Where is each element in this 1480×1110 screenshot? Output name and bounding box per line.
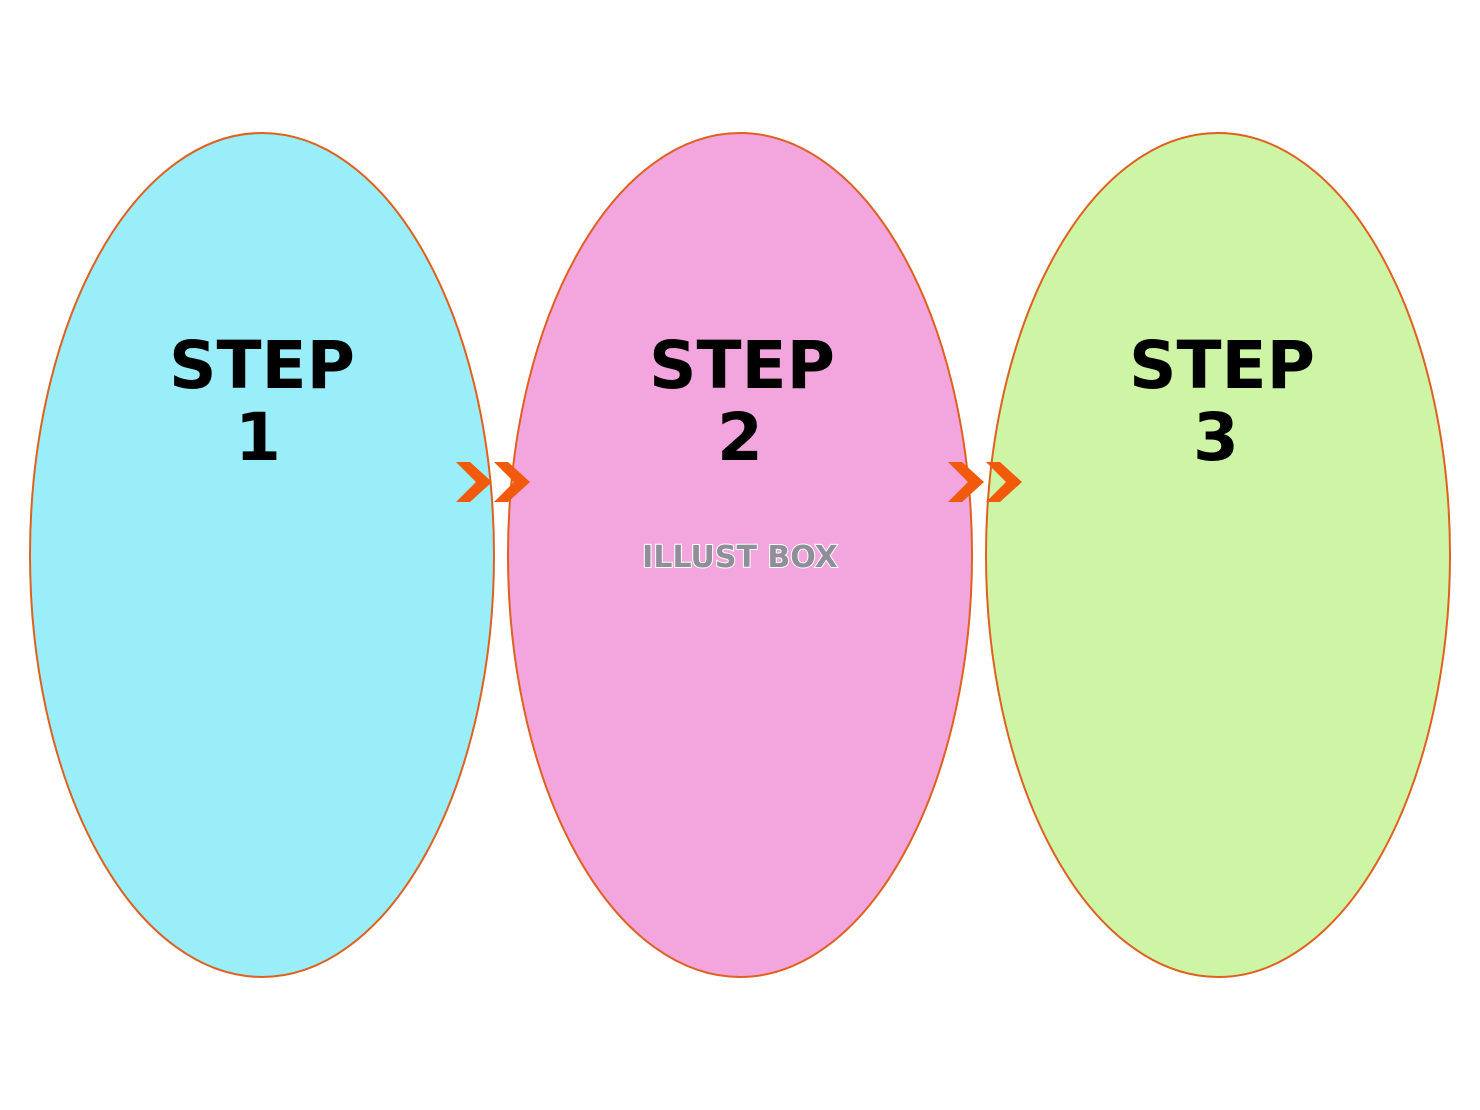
- watermark-logo: ILLUST BOX: [642, 540, 838, 575]
- step-2-label: STEP: [649, 327, 835, 404]
- step-2-oval: [507, 132, 973, 978]
- double-chevron-right-icon: [456, 462, 530, 502]
- chevron-right-icon: [986, 462, 1022, 502]
- step-1-label: STEP: [169, 327, 355, 404]
- double-chevron-right-icon: [948, 462, 1022, 502]
- chevron-right-icon: [494, 462, 530, 502]
- chevron-right-icon: [948, 462, 984, 502]
- step-3: STEP 3: [985, 132, 1451, 978]
- step-1: STEP 1: [29, 132, 495, 978]
- step-1-oval: [29, 132, 495, 978]
- step-1-number: 1: [235, 399, 281, 476]
- step-3-number: 3: [1193, 399, 1239, 476]
- chevron-right-icon: [456, 462, 492, 502]
- step-3-label: STEP: [1129, 327, 1315, 404]
- step-3-oval: [985, 132, 1451, 978]
- step-2-number: 2: [717, 399, 763, 476]
- step-2: STEP 2: [507, 132, 973, 978]
